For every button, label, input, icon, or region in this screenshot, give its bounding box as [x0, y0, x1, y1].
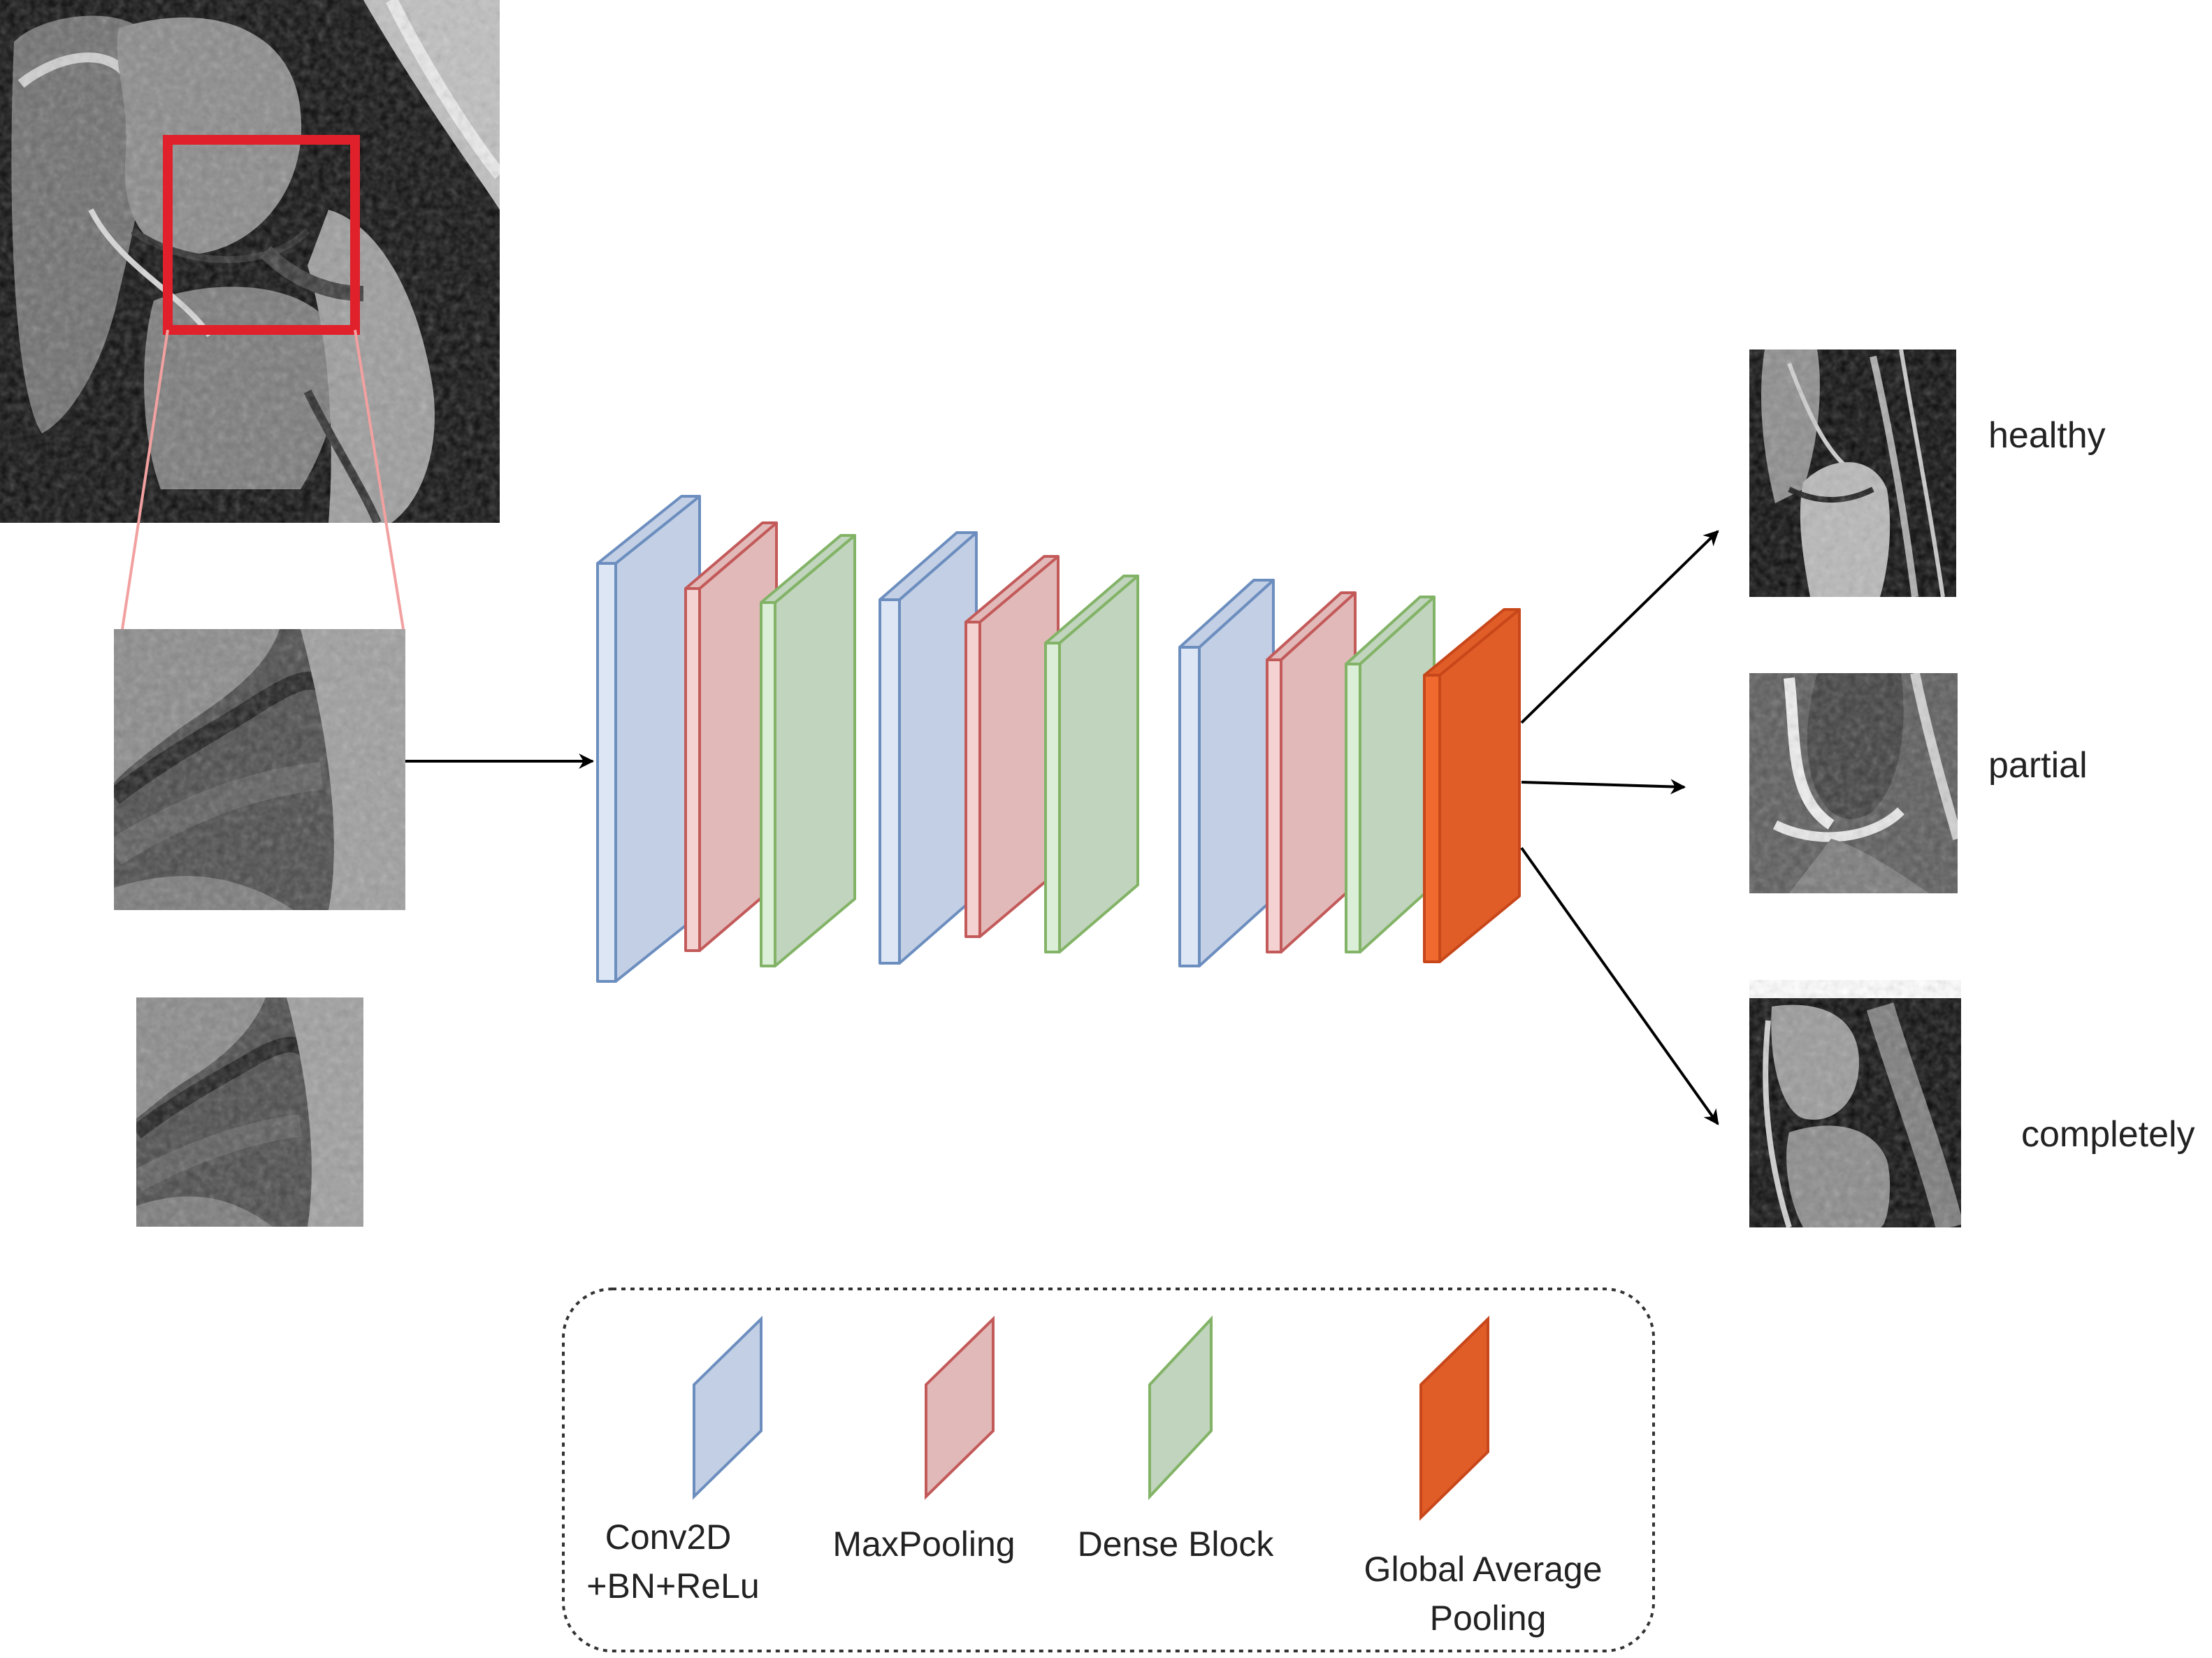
legend-label-pool: MaxPooling: [832, 1524, 1015, 1564]
cropped-roi-image: [114, 629, 405, 910]
layer-dense-block-2: [1046, 576, 1138, 952]
legend-icons: [694, 1319, 1488, 1518]
cropped-roi-image-small: [136, 997, 363, 1227]
legend-label-gap-line1: Global Average: [1364, 1550, 1603, 1589]
output-label-partial: partial: [1988, 745, 2088, 786]
output-label-completely: completely: [2021, 1114, 2195, 1155]
output-image-completely: [1749, 980, 1961, 1227]
legend-label-dense: Dense Block: [1078, 1524, 1275, 1564]
legend-icon-pool: [926, 1319, 993, 1497]
layer-conv2d-3: [1180, 580, 1273, 966]
legend-icon-gap: [1421, 1319, 1488, 1518]
output-arrow-healthy: [1521, 531, 1718, 723]
output-label-healthy: healthy: [1988, 415, 2106, 456]
legend-icon-conv: [694, 1319, 761, 1497]
network-layers: [598, 496, 1519, 981]
output-image-partial: [1749, 673, 1958, 893]
layer-dense-block-3: [1346, 597, 1434, 952]
layer-conv2d-2: [880, 533, 976, 963]
legend-label-gap: Global Average Pooling: [1364, 1550, 1612, 1638]
input-mri-image: [0, 0, 500, 523]
layer-global-average-pooling: [1424, 610, 1519, 962]
legend-label-conv: Conv2D +BN+ReLu: [586, 1518, 759, 1606]
output-image-healthy: [1749, 349, 1956, 597]
legend-label-gap-line2: Pooling: [1430, 1599, 1547, 1638]
layer-maxpooling-3: [1267, 593, 1355, 952]
legend-icon-dense: [1150, 1319, 1211, 1497]
output-arrow-partial: [1521, 782, 1684, 787]
legend-label-conv-line1: Conv2D: [605, 1518, 732, 1557]
legend-label-conv-line2: +BN+ReLu: [586, 1566, 759, 1606]
output-arrow-completely: [1521, 848, 1718, 1124]
layer-dense-block-1: [761, 535, 855, 966]
